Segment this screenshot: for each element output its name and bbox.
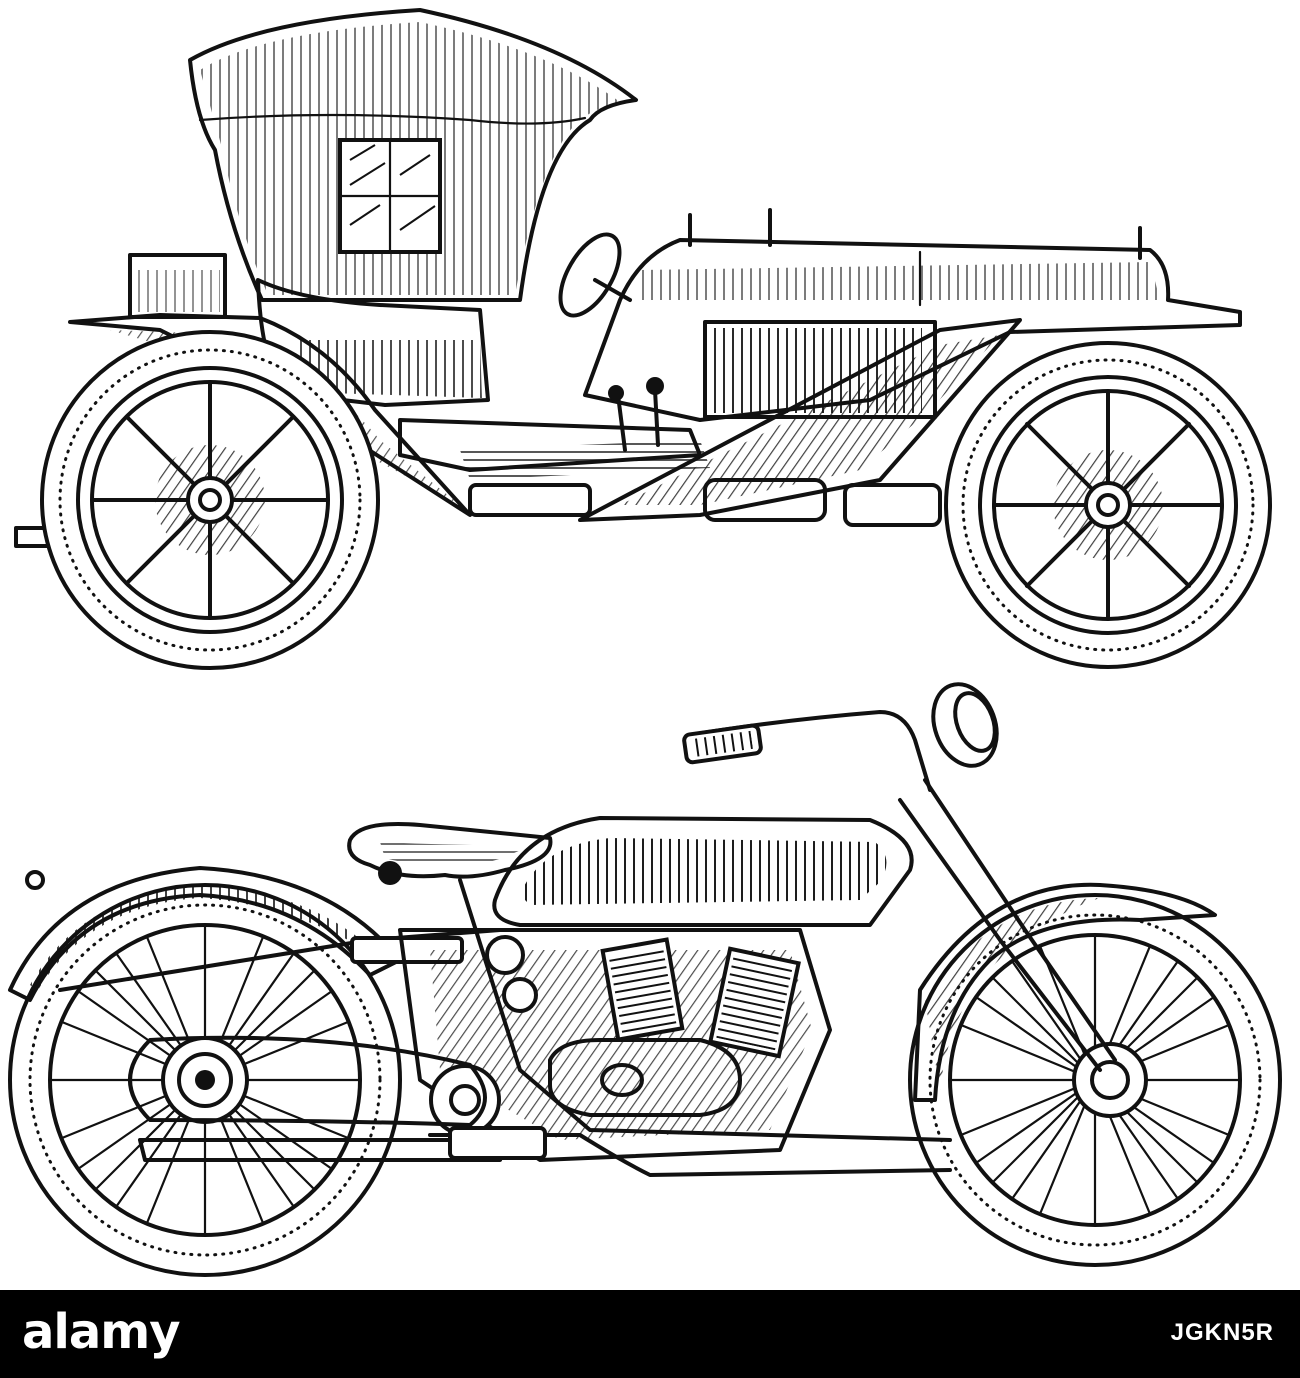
vintage-motorcycle: [8, 682, 1282, 1277]
car-rear-wheel: [40, 330, 380, 670]
vintage-car: [14, 8, 1272, 670]
car-canopy: [188, 8, 638, 302]
brand-logo: alamy: [22, 1304, 181, 1360]
image-code: JGKN5R: [1170, 1319, 1274, 1346]
car-front-wheel: [944, 341, 1272, 669]
motorcycle-engine: [398, 928, 832, 1162]
motorcycle-fuel-tank: [492, 816, 914, 927]
motorcycle-front-wheel: [908, 893, 1282, 1267]
watermark-bar: alamy JGKN5R: [0, 1290, 1300, 1378]
engraving-illustration: [8, 8, 1282, 1277]
